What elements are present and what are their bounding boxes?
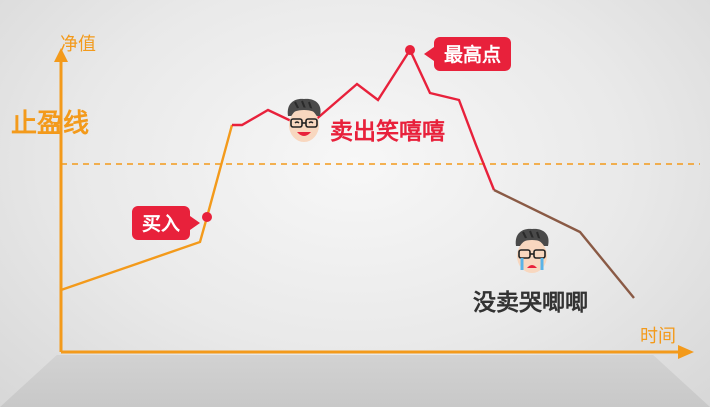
y-axis-arrow (54, 48, 68, 62)
no-sell-cry-label: 没卖哭唧唧 (473, 290, 588, 316)
smiling-man-with-glasses-icon (287, 98, 321, 142)
peak-tag: 最高点 (423, 37, 512, 71)
x-axis-label: 时间 (640, 326, 676, 347)
buy-point (202, 212, 212, 222)
peak-point (405, 45, 415, 55)
rise-segment (60, 124, 234, 292)
floor-shadow (0, 355, 710, 407)
crying-man-with-glasses-icon (515, 228, 549, 273)
buy-tag: 买入 (132, 206, 201, 240)
peak-segment (232, 47, 496, 191)
take-profit-label: 止盈线 (11, 109, 90, 139)
sell-happy-label: 卖出笑嘻嘻 (330, 119, 445, 145)
x-axis-arrow (678, 345, 694, 359)
y-axis-label: 净值 (60, 34, 96, 55)
fall-segment (493, 188, 635, 299)
